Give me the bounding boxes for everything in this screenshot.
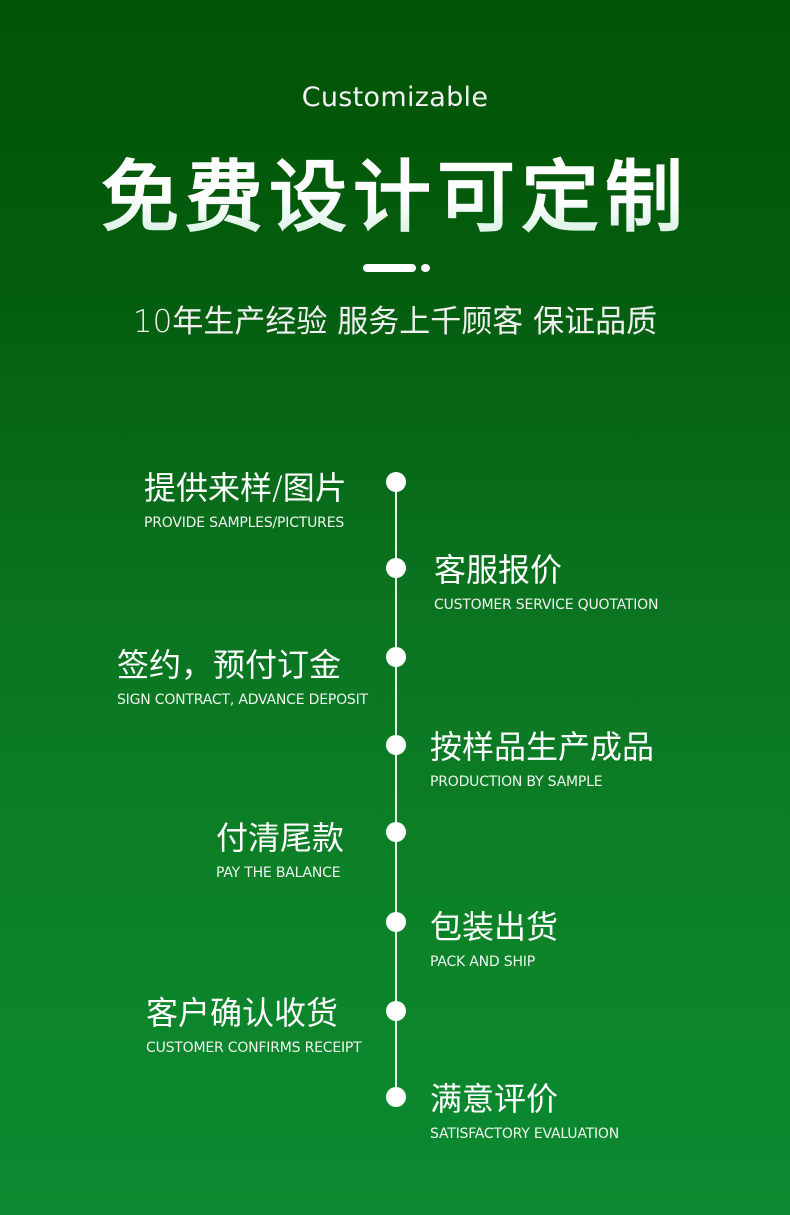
step-provide-samples: 提供来样/图片 PROVIDE SAMPLES/PICTURES (144, 463, 347, 531)
timeline-node (386, 558, 406, 578)
step-quotation: 客服报价 CUSTOMER SERVICE QUOTATION (434, 545, 658, 613)
step-production: 按样品生产成品 PRODUCTION BY SAMPLE (430, 722, 654, 790)
step-title: 付清尾款 (216, 819, 345, 857)
step-title: 满意评价 (430, 1080, 559, 1118)
step-subtitle: PROVIDE SAMPLES/PICTURES (144, 515, 345, 531)
step-subtitle: PRODUCTION BY SAMPLE (430, 774, 603, 790)
timeline-node (386, 1001, 406, 1021)
timeline-node (386, 647, 406, 667)
step-pay-balance: 付清尾款 PAY THE BALANCE (216, 813, 344, 881)
step-subtitle: CUSTOMER CONFIRMS RECEIPT (146, 1040, 362, 1056)
step-subtitle: SIGN CONTRACT, ADVANCE DEPOSIT (117, 692, 368, 708)
step-confirm-receipt: 客户确认收货 CUSTOMER CONFIRMS RECEIPT (146, 988, 362, 1056)
timeline-node (386, 735, 406, 755)
timeline-node (386, 822, 406, 842)
timeline-node (386, 1087, 406, 1107)
step-title: 签约，预付订金 (117, 646, 342, 684)
step-evaluation: 满意评价 SATISFACTORY EVALUATION (430, 1074, 619, 1142)
step-title: 客服报价 (434, 551, 563, 589)
step-sign-contract: 签约，预付订金 SIGN CONTRACT, ADVANCE DEPOSIT (117, 640, 368, 708)
step-pack-ship: 包装出货 PACK AND SHIP (430, 902, 558, 970)
step-title: 提供来样/图片 (144, 469, 347, 507)
step-subtitle: SATISFACTORY EVALUATION (430, 1126, 620, 1142)
timeline-node (386, 472, 406, 492)
step-subtitle: PAY THE BALANCE (216, 865, 341, 881)
step-subtitle: PACK AND SHIP (430, 954, 535, 970)
step-title: 客户确认收货 (146, 994, 339, 1032)
timeline-node (386, 912, 406, 932)
timeline-line (395, 482, 397, 1097)
step-title: 按样品生产成品 (430, 728, 655, 766)
step-subtitle: CUSTOMER SERVICE QUOTATION (434, 597, 659, 613)
step-title: 包装出货 (430, 908, 559, 946)
tagline: 10年生产经验 服务上千顾客 保证品质 (132, 304, 658, 340)
divider-dot (421, 264, 430, 272)
divider-bar (363, 264, 416, 272)
subtitle-en: Customizable (301, 82, 489, 113)
main-title: 免费设计可定制 (0, 135, 790, 247)
